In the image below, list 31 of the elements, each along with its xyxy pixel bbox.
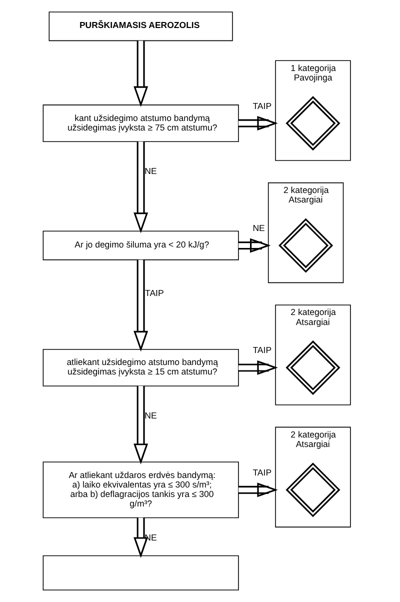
node-picture [286, 462, 340, 518]
cluster: 2 kategorija Atsargiai [275, 426, 351, 528]
node-box: PURŠKIAMASIS AEROZOLIS [48, 12, 233, 42]
arrow [134, 142, 148, 234]
node-picture [286, 96, 340, 151]
edge-label: NE [144, 166, 157, 176]
node-box: Ar atliekant uždaros erdvės bandymą: a) laiko ekvivalentas yra ≤ 300 s/m³; arba b) deflagracijos tankis yra ≤ 300 g/m³? [42, 462, 239, 518]
edge-label: TAIP [252, 467, 272, 478]
edge-label: NE [252, 222, 265, 233]
arrow [134, 260, 148, 352]
node-box: kant užsidegimo atstumo bandymą užsidegimas įvyksta ≥ 75 cm atstumu? [42, 104, 239, 142]
arrow [238, 238, 271, 253]
node-picture [278, 218, 334, 273]
arrow [134, 386, 148, 464]
edge-label: TAIP [252, 345, 272, 356]
arrow [134, 518, 148, 558]
cluster: 1 kategorija Pavojinga [275, 60, 351, 161]
edge-label: NE [144, 532, 157, 542]
edge-label: TAIP [145, 288, 164, 298]
node-box: Ar jo degimo šiluma yra < 20 kJ/g? [42, 230, 239, 260]
node-box: atliekant užsidegimo atstumo bandymą užsidegimas įvyksta ≥ 15 cm atstumu? [42, 348, 239, 386]
cluster: 2 kategorija Atsargiai [268, 182, 344, 284]
arrow [238, 360, 278, 375]
edge-label: TAIP [252, 100, 272, 111]
node-box [42, 555, 239, 590]
edge-label: NE [144, 410, 157, 420]
arrow [238, 116, 278, 131]
arrow [238, 482, 278, 498]
node-picture [286, 340, 340, 395]
cluster: 2 kategorija Atsargiai [275, 304, 351, 406]
arrow [134, 40, 148, 108]
